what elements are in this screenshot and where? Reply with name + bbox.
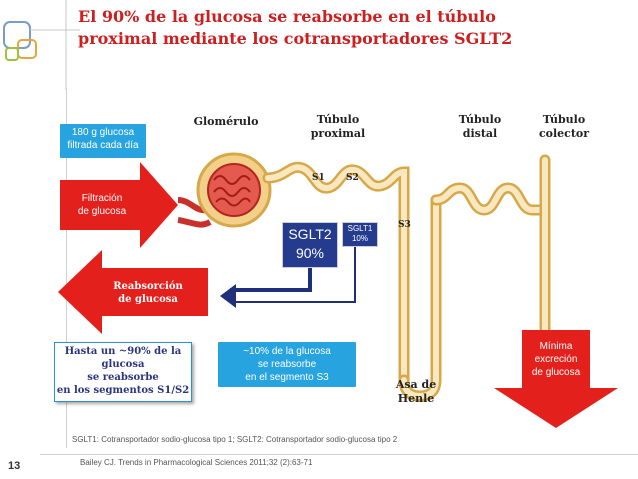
bottom-rule <box>40 454 638 455</box>
sglt1-line1: SGLT1 <box>347 224 373 233</box>
reabsorption-10-box: ~10% de la glucosa se reabsorbe en el se… <box>218 342 356 387</box>
sglt2-line1: SGLT2 <box>288 226 332 242</box>
label-tubulo-proximal-l2: proximal <box>310 127 366 140</box>
excretion-arrow-text: Mínima excreción de glucosa <box>522 340 590 379</box>
sglt2-box: SGLT2 90% <box>282 222 338 268</box>
reabsorption-90-box: Hasta un ~90% de la glucosa se reabsorbe… <box>54 342 192 402</box>
label-s2: S2 <box>346 173 359 183</box>
label-glomerulo: Glomérulo <box>186 115 266 129</box>
logo-icon <box>3 0 80 90</box>
sglt1-line2: 10% <box>351 234 368 243</box>
title-line-2: proximal mediante los cotransportadores … <box>78 29 513 48</box>
label-asa-l2: Henle <box>397 392 435 405</box>
box10-line3: en el segmento S3 <box>245 372 329 383</box>
reabsorption-arrow-shape <box>58 250 208 334</box>
filtration-arrow-shape <box>60 162 178 248</box>
filtered-glucose-box: 180 g glucosa filtrada cada día <box>60 124 146 158</box>
reference: Bailey CJ. Trends in Pharmacological Sci… <box>80 458 313 467</box>
label-s1: S1 <box>312 173 325 183</box>
label-asa-de-henle: Asa de Henle <box>380 378 452 406</box>
label-tubulo-proximal: Túbulo proximal <box>298 113 378 141</box>
slide-title: El 90% de la glucosa se reabsorbe en el … <box>78 6 578 50</box>
label-asa-l1: Asa de <box>395 378 437 391</box>
label-tubulo-colector: Túbulo colector <box>528 113 600 141</box>
box90-line3: se reabsorbe <box>87 372 159 383</box>
sglt1-reabsorption-path <box>230 245 356 303</box>
label-s3: S3 <box>398 220 411 230</box>
reabsorption-arrow-text: Reabsorción de glucosa <box>98 280 198 306</box>
label-tubulo-distal-l1: Túbulo <box>458 113 502 126</box>
label-glomerulo-text: Glomérulo <box>193 115 259 128</box>
box90-line2: glucosa <box>101 359 145 370</box>
left-vertical-rule <box>66 88 67 448</box>
reabsorption-line2: de glucosa <box>118 294 178 305</box>
reabsorption-line1: Reabsorción <box>113 281 183 292</box>
excretion-line1: Mínima <box>539 341 573 352</box>
filtered-box-line1: 180 g glucosa <box>71 127 135 138</box>
footnote: SGLT1: Cotransportador sodio-glucosa tip… <box>72 435 398 444</box>
filtered-box-line2: filtrada cada día <box>67 140 139 151</box>
sglt2-line2: 90% <box>295 245 325 261</box>
label-tubulo-colector-l2: colector <box>538 127 590 140</box>
box90-line1: Hasta un ~90% de la <box>64 346 182 357</box>
efferent-vessel <box>177 217 212 228</box>
sglt1-box: SGLT1 10% <box>342 222 378 247</box>
reabsorption-arrowhead <box>220 284 236 308</box>
page-number: 13 <box>8 460 21 472</box>
box10-line2: se reabsorbe <box>257 359 317 370</box>
label-tubulo-distal: Túbulo distal <box>444 113 516 141</box>
box90-line4: en los segmentos S1/S2 <box>56 385 190 396</box>
title-line-1: El 90% de la glucosa se reabsorbe en el … <box>78 7 496 26</box>
filtration-line2: de glucosa <box>77 206 127 217</box>
filtration-line1: Filtración <box>81 193 123 204</box>
filtration-arrow-text: Filtración de glucosa <box>62 192 142 218</box>
excretion-line2: excreción <box>534 354 578 365</box>
excretion-arrow-shape <box>494 330 618 428</box>
label-tubulo-proximal-l1: Túbulo <box>316 113 360 126</box>
label-tubulo-colector-l1: Túbulo <box>542 113 586 126</box>
box10-line1: ~10% de la glucosa <box>243 346 331 357</box>
label-tubulo-distal-l2: distal <box>462 127 498 140</box>
excretion-line3: de glucosa <box>531 367 581 378</box>
